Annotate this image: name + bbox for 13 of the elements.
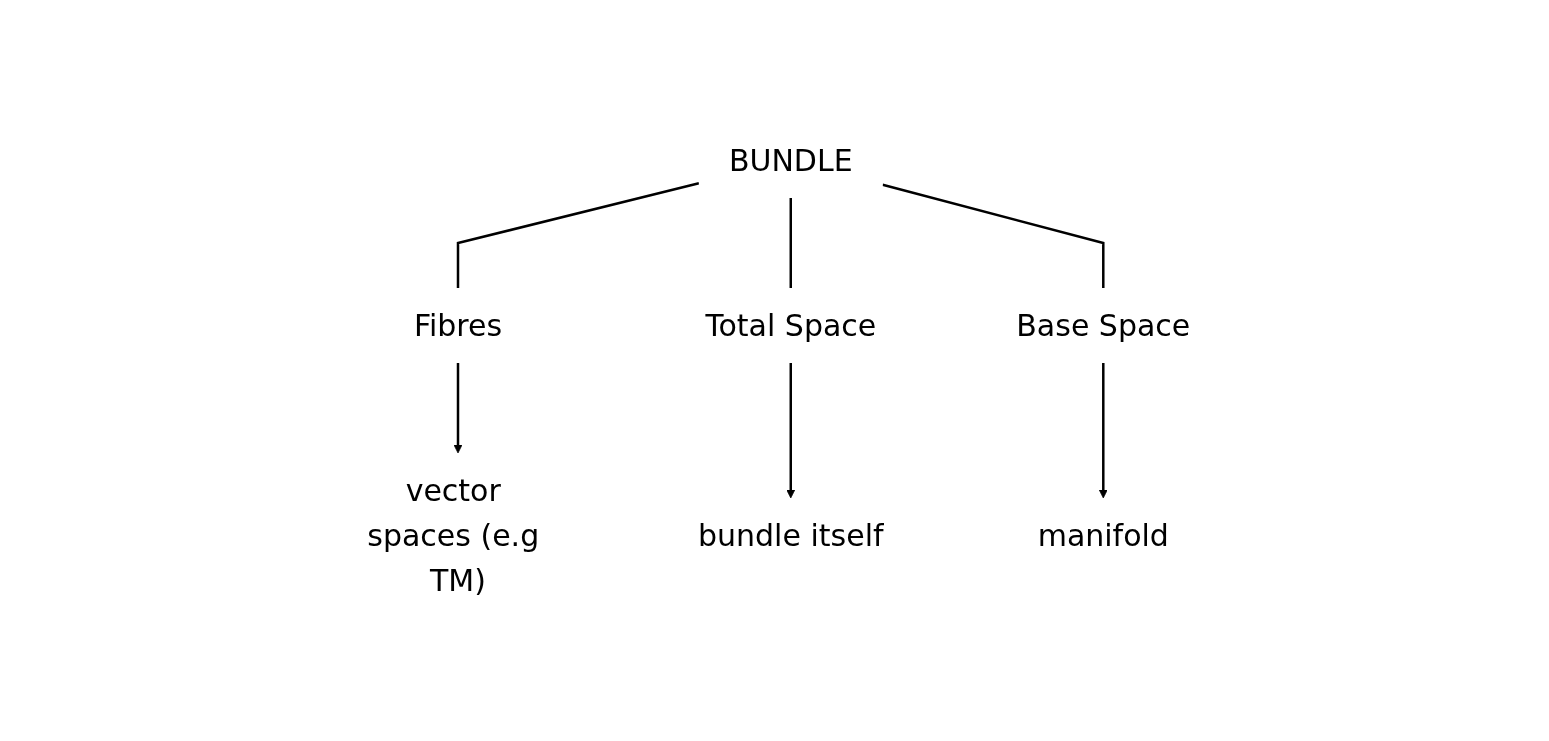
connector — [882, 183, 1105, 288]
connector — [457, 182, 700, 288]
arrow — [1099, 363, 1109, 499]
connector — [789, 198, 793, 288]
node-text: Total Space — [705, 308, 877, 343]
node-text: Base Space — [1016, 308, 1191, 343]
node-text: vector spaces (e.g TM) — [367, 473, 540, 598]
arrow — [453, 363, 463, 454]
node-text: manifold — [1038, 518, 1170, 553]
node-text: BUNDLE — [729, 143, 853, 178]
node-text: bundle itself — [698, 518, 884, 553]
node-text: Fibres — [414, 308, 503, 343]
arrow — [786, 363, 796, 499]
